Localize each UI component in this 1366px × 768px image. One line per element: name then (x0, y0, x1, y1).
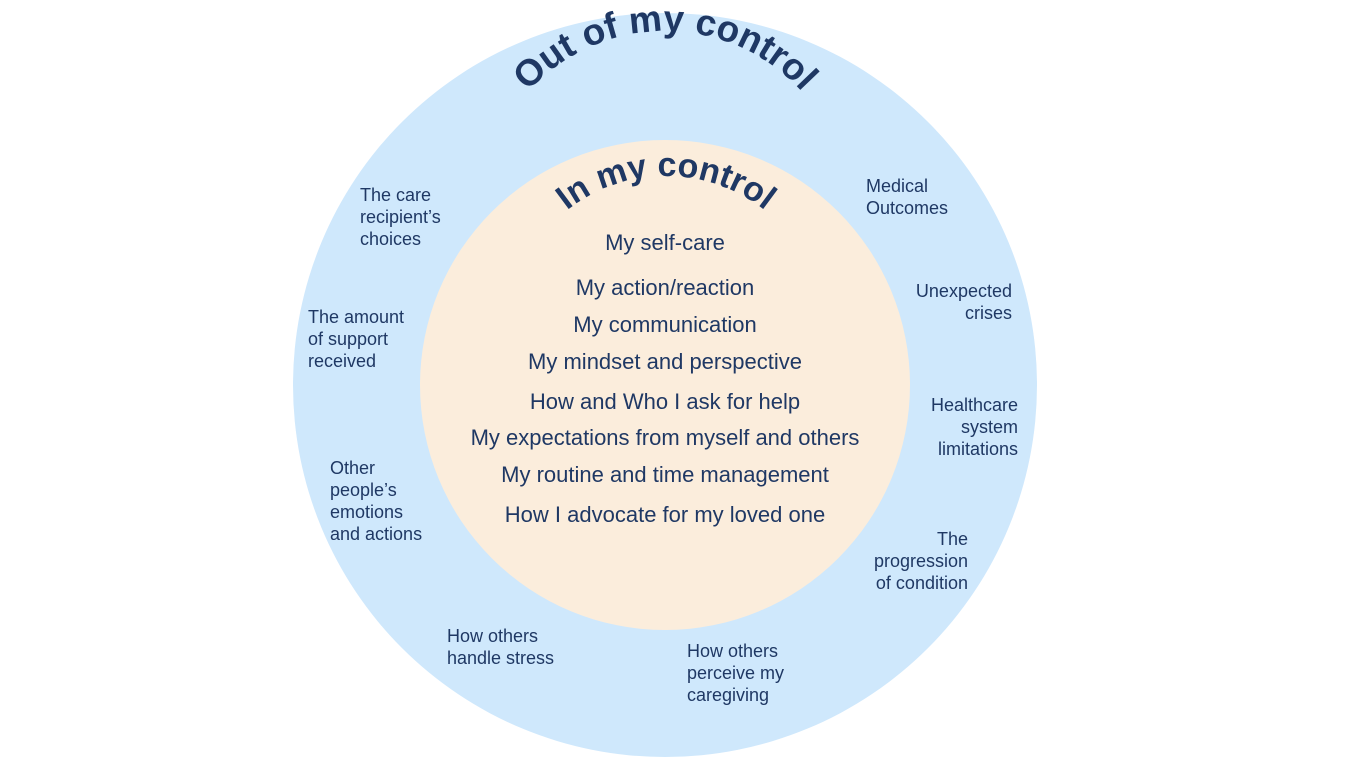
in-control-item-ask-for-help: How and Who I ask for help (529, 389, 801, 414)
out-of-control-item-unexpected-crises: Unexpected crises (915, 281, 1012, 323)
in-control-item-communication: My communication (573, 312, 757, 337)
out-of-control-item-progression: The progression of condition (873, 529, 968, 593)
out-of-control-item-others-emotions: Other people’s emotions and actions (330, 458, 423, 544)
out-of-control-item-others-stress: How others handle stress (447, 626, 555, 668)
out-of-control-item-recipient-choices: The care recipient’s choices (360, 185, 441, 249)
in-control-item-expectations: My expectations from myself and others (470, 425, 860, 450)
out-of-control-item-medical-outcomes: Medical Outcomes (866, 176, 949, 218)
inner-circle (420, 140, 910, 630)
in-control-item-action-reaction: My action/reaction (575, 275, 755, 300)
out-of-control-item-healthcare-limitations: Healthcare system limitations (930, 395, 1018, 459)
out-of-control-item-support-received: The amount of support received (308, 307, 405, 371)
in-control-item-mindset: My mindset and perspective (528, 349, 802, 374)
in-control-item-routine: My routine and time management (501, 462, 829, 487)
out-of-control-item-others-perceive: How others perceive my caregiving (687, 641, 785, 705)
in-control-item-advocate: How I advocate for my loved one (504, 502, 826, 527)
in-control-item-self-care: My self-care (605, 230, 725, 255)
